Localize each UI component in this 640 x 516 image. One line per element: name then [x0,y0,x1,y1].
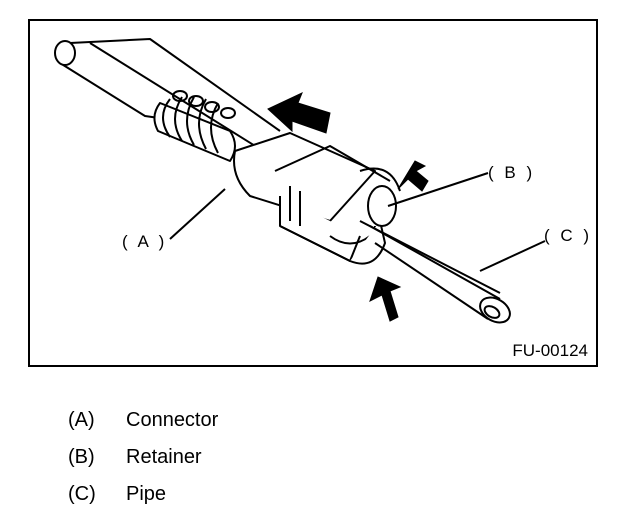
legend-name: Connector [126,409,219,431]
upper-tube [69,38,281,132]
corrugated-hose [153,90,236,162]
legend-name: Retainer [126,446,202,468]
leader-c [479,240,546,272]
diagram-frame: ( A ) ( B ) ( C ) FU-00124 [28,19,598,367]
upper-tube-end [54,40,76,66]
leader-a [169,188,226,240]
pipe-end [479,296,511,324]
figure-id: FU-00124 [512,341,588,360]
arrow-press-top-icon [397,160,429,192]
legend-key: (B) [68,446,95,468]
arrow-press-bottom-icon [369,276,402,322]
callout-c: ( C ) [544,226,593,245]
legend-key: (A) [68,409,95,431]
callout-a: ( A ) [122,232,168,251]
connector-body [233,132,401,265]
pipe [359,220,511,324]
legend: (A) Connector (B) Retainer (C) Pipe [68,402,218,513]
legend-row: (A) Connector [68,402,218,439]
legend-key: (C) [68,483,96,505]
legend-row: (C) Pipe [68,476,218,513]
leader-b [387,172,489,207]
arrow-pull-icon [267,92,331,134]
legend-row: (B) Retainer [68,439,218,476]
connector-illustration [54,38,546,324]
legend-name: Pipe [126,483,167,505]
callout-b: ( B ) [488,163,536,182]
